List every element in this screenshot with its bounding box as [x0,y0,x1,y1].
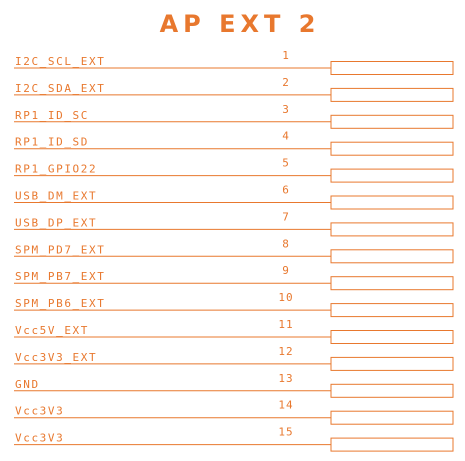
net-label: GND [15,378,40,391]
net-label: SPM_PB7_EXT [15,270,105,283]
pin-number: 10 [278,291,293,304]
pin-number: 13 [278,372,293,385]
pin-number: 15 [278,426,293,439]
pin-pad [330,168,454,183]
pin-pad [330,141,454,156]
pin-number: 6 [282,184,290,197]
net-label: USB_DP_EXT [15,216,97,229]
pin-pad [330,222,454,237]
net-label: RP1_GPIO22 [15,163,97,176]
pin-number: 2 [282,76,290,89]
pin-number: 14 [278,399,293,412]
pin-row: SPM_PB6_EXT 10 [14,291,454,318]
pin-row: Vcc3V3 14 [14,399,454,425]
pin-row: Vcc3V3 15 [14,426,454,452]
pin-number: 9 [282,264,290,277]
pin-pad [330,383,454,398]
net-label: RP1_ID_SC [15,109,89,122]
pin-row: RP1_ID_SC 3 [14,103,454,129]
connector-title: AP EXT 2 [160,10,321,38]
pin-row: GND 13 [14,372,454,398]
pin-pad [330,356,454,371]
net-label: RP1_ID_SD [15,136,89,149]
pin-number: 11 [278,318,293,331]
net-label: Vcc3V3_EXT [15,351,97,364]
pin-number: 3 [282,103,290,116]
net-label: SPM_PB6_EXT [15,297,105,310]
pin-pad [330,437,454,452]
net-label: I2C_SCL_EXT [15,55,105,68]
pin-number: 4 [282,130,290,143]
pin-row: I2C_SDA_EXT 2 [14,76,454,102]
pin-row: RP1_GPIO22 5 [14,157,454,183]
pin-number: 5 [282,157,290,170]
pin-pad [330,195,454,210]
pin-number: 7 [282,210,290,223]
pin-row: RP1_ID_SD 4 [14,130,454,156]
pin-pad [330,330,454,344]
pin-pad [330,410,454,425]
pin-row: USB_DP_EXT 7 [14,210,454,237]
pin-row: Vcc3V3_EXT 12 [14,345,454,371]
pin-pad [330,303,454,318]
net-label: Vcc5V_EXT [15,324,89,337]
pin-number: 1 [282,49,290,62]
net-label: USB_DM_EXT [15,190,97,203]
pin-pad [330,61,454,75]
pin-row: SPM_PB7_EXT 9 [14,264,454,291]
pin-row: Vcc5V_EXT 11 [14,318,454,344]
pin-number: 8 [282,237,290,250]
pin-pad [330,249,454,264]
pin-pad [330,114,454,129]
net-label: Vcc3V3 [15,405,64,418]
pin-pad [330,276,454,291]
net-label: I2C_SDA_EXT [15,82,105,95]
pin-row: I2C_SCL_EXT 1 [14,49,454,75]
pin-pad [330,87,454,102]
pin-row: SPM_PD7_EXT 8 [14,237,454,264]
pin-number: 12 [278,345,293,358]
net-label: SPM_PD7_EXT [15,243,105,256]
net-label: Vcc3V3 [15,432,64,445]
pin-row: USB_DM_EXT 6 [14,184,454,210]
